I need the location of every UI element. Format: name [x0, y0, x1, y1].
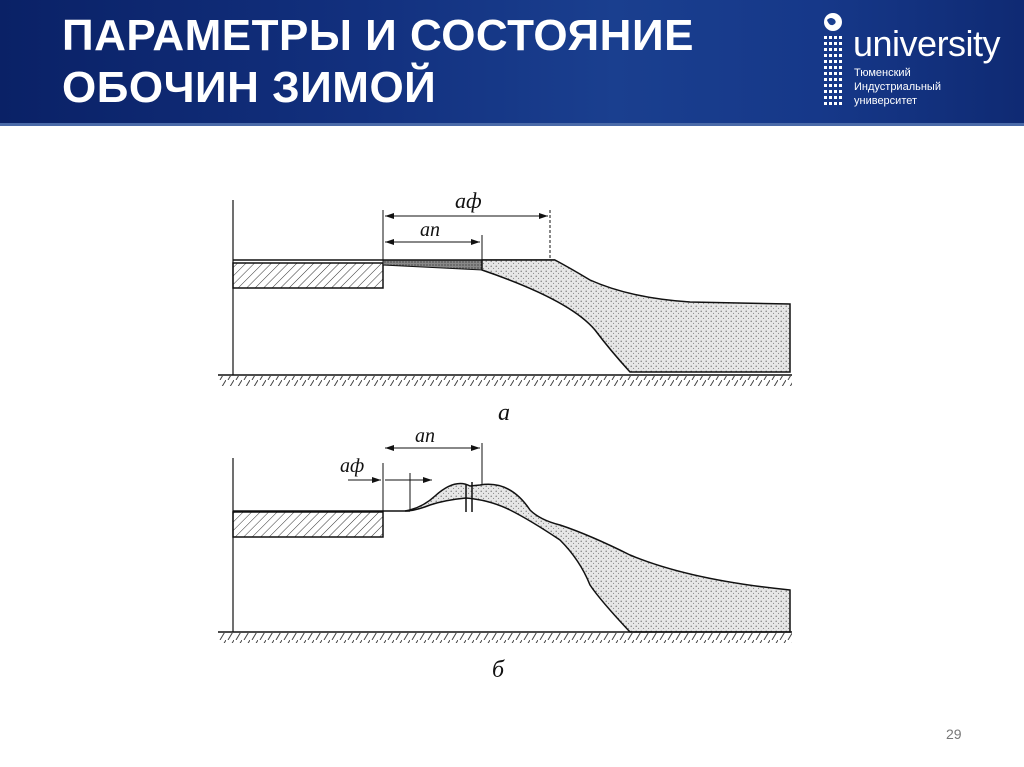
logo-sub-line-3: университет — [854, 95, 918, 107]
dim-label-b-outer: aп — [415, 425, 435, 447]
title-line-2: ОБОЧИН ЗИМОЙ — [62, 63, 437, 112]
shoulder-diagram: aф aп а aп aф б — [218, 188, 792, 683]
panel-a: aф aп а — [218, 188, 792, 426]
page-number: 29 — [946, 726, 962, 742]
globe-icon — [824, 13, 842, 105]
slide-header: ПАРАМЕТРЫ И СОСТОЯНИЕ ОБОЧИН ЗИМОЙ unive — [0, 0, 1024, 126]
panel-a-caption: а — [498, 400, 510, 426]
dim-label-a-outer: aф — [455, 188, 482, 213]
slide-title: ПАРАМЕТРЫ И СОСТОЯНИЕ ОБОЧИН ЗИМОЙ — [62, 10, 694, 114]
dim-label-b-inner: aф — [340, 455, 364, 477]
logo-sub-line-1: Тюменский — [854, 67, 911, 79]
dim-label-a-inner: aп — [420, 219, 440, 241]
university-logo: university Тюменский Индустриальный унив… — [818, 12, 1008, 112]
logo-wordmark: university — [853, 23, 1001, 64]
logo-subtitle: Тюменский Индустриальный университет — [854, 66, 941, 108]
title-line-1: ПАРАМЕТРЫ И СОСТОЯНИЕ — [62, 11, 694, 60]
logo-sub-line-2: Индустриальный — [854, 81, 941, 93]
panel-b-caption: б — [492, 657, 505, 683]
panel-b: aп aф б — [218, 425, 792, 683]
